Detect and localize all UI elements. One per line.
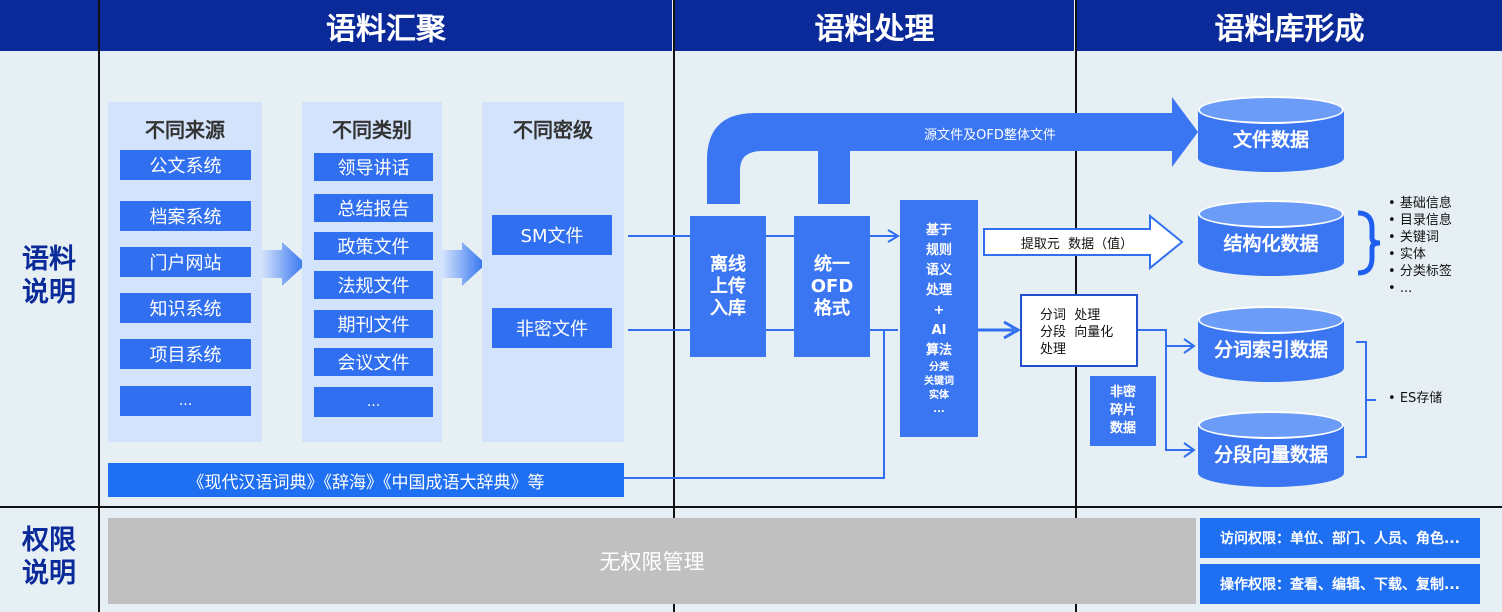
secrecy-title: 不同密级 — [513, 118, 593, 142]
meta-arrow — [983, 213, 1184, 271]
access-permission: 访问权限：单位、部门、人员、角色... — [1200, 518, 1480, 558]
connector-line — [624, 330, 885, 479]
operate-permission: 操作权限：查看、编辑、下载、复制... — [1200, 564, 1480, 604]
categories-title: 不同类别 — [332, 118, 412, 142]
arrow-head-icon — [1183, 338, 1196, 354]
upload-box: 离线上传入库 — [690, 216, 766, 357]
arrow-head-icon — [887, 229, 900, 243]
header-form: 语料库形成 — [1077, 0, 1502, 51]
chevron-arrow-icon — [262, 242, 306, 286]
segmentation-box: 分词 处理 分段 向量化 处理 — [1020, 294, 1138, 367]
source-item: 档案系统 — [120, 201, 251, 231]
arrow-head-icon — [1183, 442, 1196, 458]
store-file-label: 文件数据 — [1232, 128, 1309, 151]
store-vector: 分段向量数据 — [1198, 411, 1344, 487]
grid-line — [98, 0, 100, 612]
source-item: 门户网站 — [120, 247, 251, 277]
side-label-permission: 权限说明 — [22, 525, 76, 589]
fragment-data-box: 非密碎片数据 — [1090, 376, 1156, 446]
category-item: 期刊文件 — [314, 310, 433, 338]
store-index-label: 分词索引数据 — [1213, 338, 1328, 361]
side-label-corpus: 语料说明 — [22, 244, 76, 308]
meta-arrow-label: 提取元 数据（值） — [1020, 237, 1134, 252]
source-item: 公文系统 — [120, 150, 251, 180]
no-permission-panel: 无权限管理 — [108, 518, 1196, 604]
secrecy-panel: 不同密级 — [482, 102, 624, 442]
es-bracket — [1356, 341, 1376, 458]
header-process: 语料处理 — [675, 0, 1074, 51]
category-item: 会议文件 — [314, 348, 433, 376]
store-index: 分词索引数据 — [1198, 306, 1344, 382]
header-corner — [0, 0, 98, 51]
source-item: ... — [120, 386, 251, 416]
store-vector-label: 分段向量数据 — [1213, 443, 1328, 466]
store-file: 文件数据 — [1198, 96, 1344, 172]
grid-line — [673, 0, 675, 612]
secrecy-item: SM文件 — [492, 215, 612, 255]
category-item: 总结报告 — [314, 194, 433, 222]
category-item: 领导讲话 — [314, 153, 433, 181]
secrecy-item: 非密文件 — [492, 308, 612, 348]
store-structured: 结构化数据 — [1198, 200, 1344, 276]
category-item: 政策文件 — [314, 232, 433, 260]
curly-brace — [1357, 210, 1381, 276]
chevron-arrow-icon — [442, 242, 486, 286]
sources-title: 不同来源 — [145, 118, 225, 142]
grid-line — [0, 506, 1502, 508]
connector-line — [1138, 329, 1194, 451]
structured-bullets: 基础信息 目录信息 关键词 实体 分类标签 ... — [1388, 195, 1452, 297]
source-item: 项目系统 — [120, 339, 251, 369]
store-structured-label: 结构化数据 — [1223, 232, 1319, 255]
category-item: 法规文件 — [314, 271, 433, 299]
header-collect: 语料汇聚 — [100, 0, 672, 51]
source-item: 知识系统 — [120, 293, 251, 323]
big-top-arrow — [707, 97, 1198, 204]
category-item: ... — [314, 387, 433, 417]
dictionaries-bar: 《现代汉语词典》《辞海》《中国成语大辞典》等 — [108, 463, 624, 497]
top-arrow-label: 源文件及OFD整体文件 — [924, 128, 1056, 143]
es-bullet: ES存储 — [1388, 390, 1442, 407]
arrow-head-icon — [1003, 320, 1022, 340]
